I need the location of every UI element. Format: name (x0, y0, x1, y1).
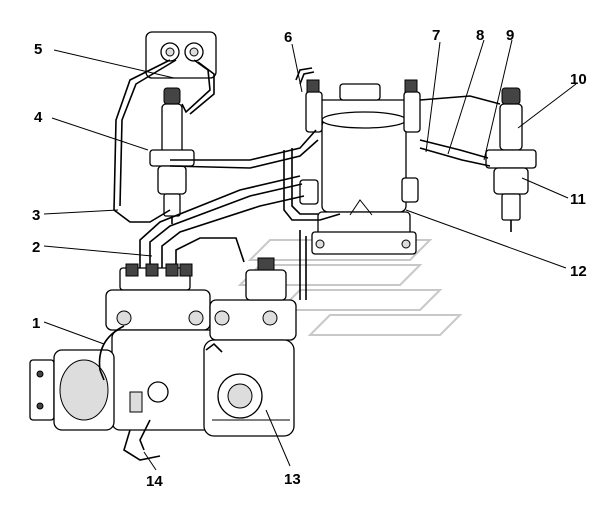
callout-4: 4 (34, 109, 43, 126)
leader-lines (43, 39, 577, 471)
callout-1: 1 (32, 315, 40, 332)
callout-labels: 1 2 3 4 5 6 7 8 9 10 11 12 13 14 (32, 27, 587, 490)
callout-10: 10 (570, 71, 587, 88)
callout-3: 3 (32, 207, 40, 224)
callout-11: 11 (570, 191, 586, 208)
callout-12: 12 (570, 263, 587, 280)
callout-7: 7 (432, 27, 440, 44)
fuel-filter (299, 79, 421, 255)
callout-14: 14 (146, 473, 163, 490)
callout-6: 6 (284, 29, 292, 46)
callout-9: 9 (506, 27, 514, 44)
injector-left (149, 87, 195, 224)
governor-housing (203, 257, 297, 437)
callout-5: 5 (34, 41, 42, 58)
callout-8: 8 (476, 27, 484, 44)
callout-13: 13 (284, 471, 301, 488)
fuel-pipes (113, 59, 501, 300)
injection-pump (29, 263, 223, 461)
callout-2: 2 (32, 239, 40, 256)
top-bracket (145, 31, 217, 79)
injector-right (485, 87, 537, 232)
